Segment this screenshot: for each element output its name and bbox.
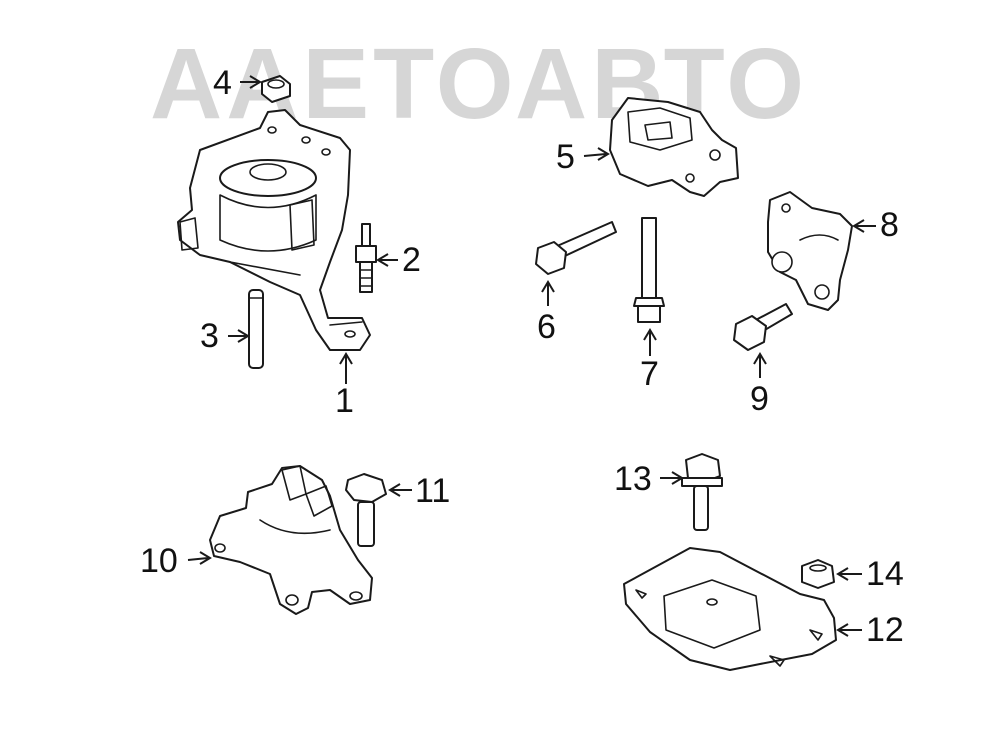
- leader-3: [228, 329, 250, 343]
- part-10-bracket: [209, 465, 373, 615]
- leader-lines: [187, 75, 876, 637]
- leader-8: [852, 219, 876, 233]
- callout-7: 7: [640, 355, 659, 393]
- part-13-bolt: [681, 453, 723, 531]
- leader-5: [583, 147, 610, 161]
- part-3-pin: [248, 289, 264, 369]
- callout-4: 4: [213, 64, 232, 102]
- part-5-rear-mount: [609, 97, 739, 197]
- callout-3: 3: [200, 317, 219, 355]
- callout-9: 9: [750, 380, 769, 418]
- leader-1: [339, 352, 353, 384]
- callout-11: 11: [415, 472, 451, 510]
- leader-11: [388, 483, 412, 497]
- part-6-bolt: [535, 221, 617, 275]
- callout-14: 14: [866, 555, 904, 593]
- part-1-engine-mount: [177, 109, 371, 351]
- leader-9: [753, 352, 767, 378]
- callout-10: 10: [140, 542, 178, 580]
- callout-6: 6: [537, 308, 556, 346]
- callout-1: 1: [335, 382, 354, 420]
- leader-6: [541, 280, 555, 306]
- leader-12: [836, 623, 862, 637]
- part-2-stud: [355, 223, 377, 293]
- leader-7: [643, 328, 657, 356]
- leader-10: [187, 551, 212, 565]
- leader-14: [836, 567, 862, 581]
- part-4-nut: [261, 75, 291, 103]
- callout-2: 2: [402, 241, 421, 279]
- callout-13: 13: [614, 460, 652, 498]
- part-11-bolt: [345, 473, 387, 547]
- part-7-long-bolt: [633, 217, 665, 323]
- callout-12: 12: [866, 611, 904, 649]
- callout-8: 8: [880, 206, 899, 244]
- part-9-bolt: [733, 303, 793, 351]
- part-14-nut: [801, 559, 835, 589]
- part-8-bracket: [767, 191, 853, 311]
- part-12-plate: [623, 547, 837, 671]
- leader-13: [660, 471, 684, 485]
- callout-5: 5: [556, 138, 575, 176]
- leader-4: [240, 75, 262, 89]
- leader-2: [376, 253, 398, 267]
